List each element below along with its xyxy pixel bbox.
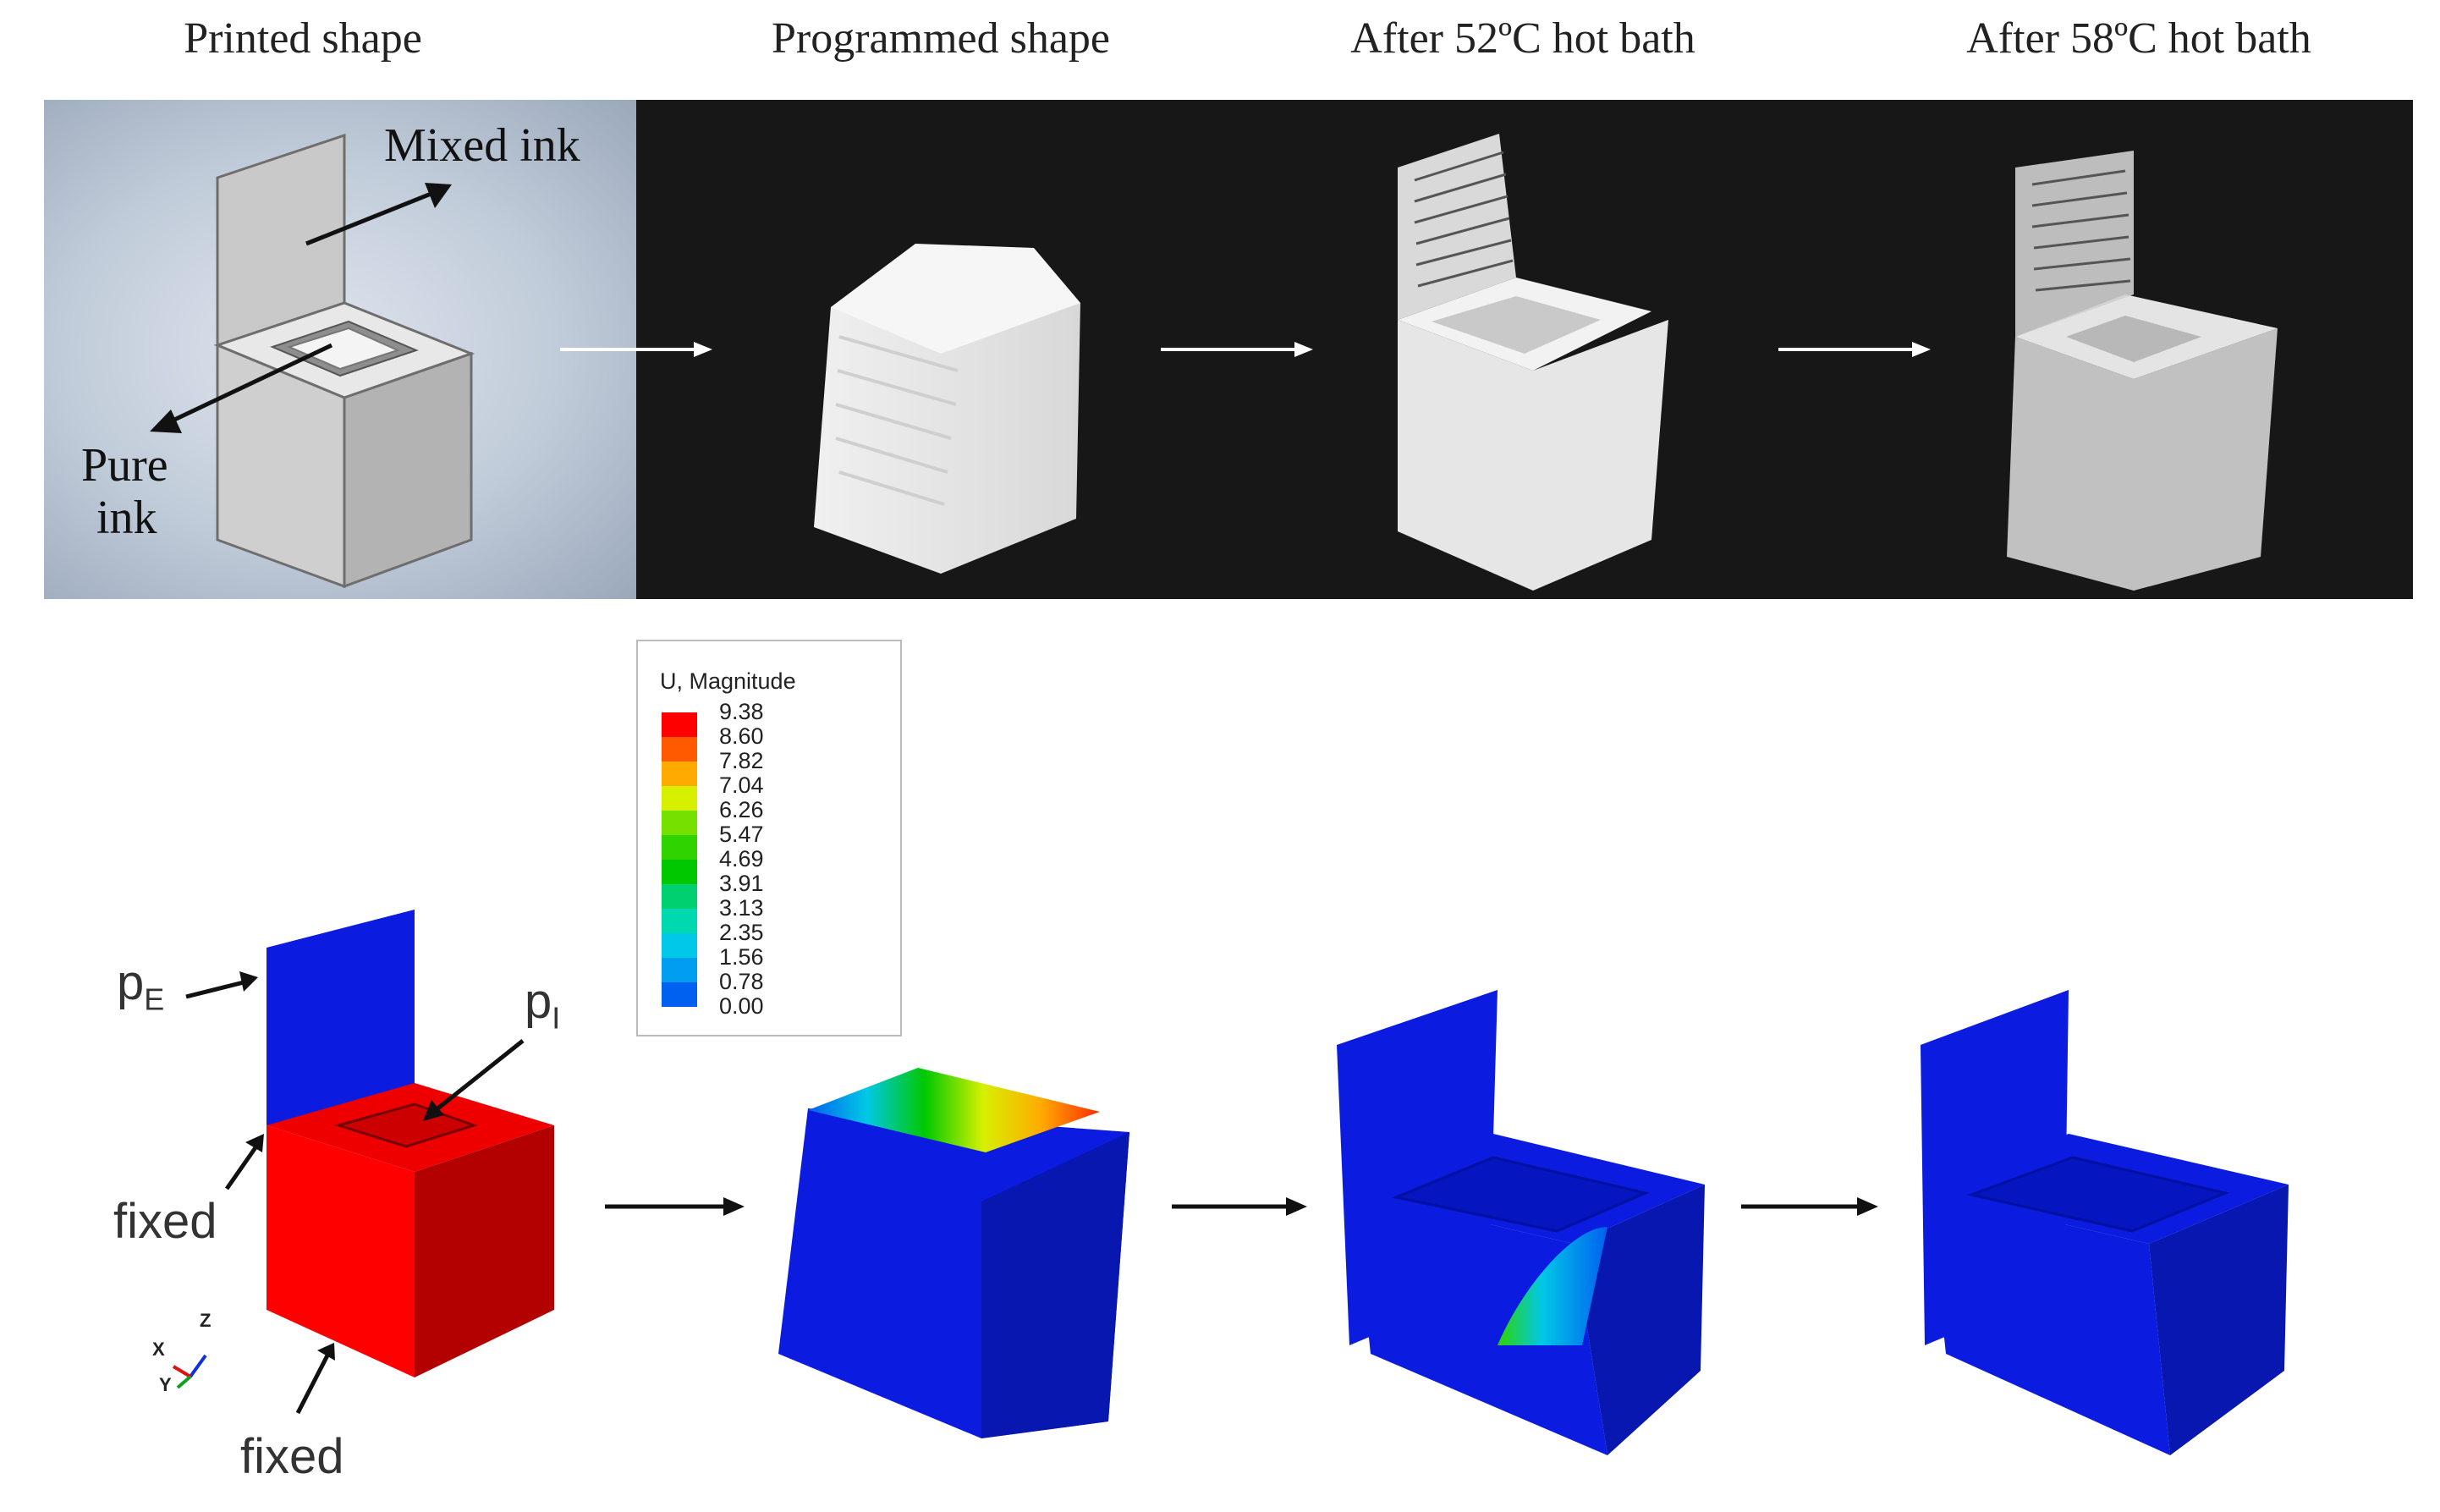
label-ink: ink [96,492,157,544]
legend-swatch [662,884,697,909]
legend-swatch [662,933,697,958]
label-p-i: pI [525,973,560,1036]
legend-title: U, Magnitude [660,668,796,694]
legend-value: 5.47 [719,822,764,847]
arrow-3-top [1778,342,1931,357]
sim-programmed [778,1068,1129,1438]
legend-value: 8.60 [719,723,764,749]
legend-value: 7.82 [719,748,764,773]
label-mixed-ink: Mixed ink [384,119,580,172]
label-pure: Pure [81,439,168,492]
sim-initial [267,910,554,1377]
arrow-1-top [560,342,712,357]
photo-programmed-cube [814,244,1080,574]
legend-value: 3.91 [719,871,764,896]
photo-programmed [636,100,1228,599]
legend-value: 3.13 [719,895,764,921]
legend-value: 9.38 [719,699,764,724]
legend-value: 0.00 [719,993,764,1019]
axis-triad [172,1354,207,1389]
axis-label-x: X [152,1339,165,1360]
label-fixed-2: fixed [240,1429,344,1484]
title-programmed-shape: Programmed shape [771,14,1110,63]
cad-render-panel: Mixed ink Pure ink [44,100,636,599]
title-printed-shape: Printed shape [184,14,422,63]
title-after-52: After 52ºC hot bath [1350,14,1695,63]
label-fixed-1: fixed [113,1194,217,1249]
arrow-2-top [1161,342,1313,357]
simulation-row [172,910,2289,1455]
sim-after-52 [1337,990,1705,1455]
legend-swatch [662,958,697,982]
photo-after-52-cube [1398,134,1668,591]
legend-swatch [662,811,697,835]
label-p-e-main: p [117,955,145,1010]
legend-value: 6.26 [719,797,764,822]
legend-swatch [662,860,697,884]
sim-arrows [185,971,1878,1415]
legend-swatch [662,909,697,933]
title-after-58: After 58ºC hot bath [1966,14,2311,63]
axis-label-y: Y [159,1374,172,1395]
legend-swatch [662,761,697,786]
legend-swatch [662,982,697,1007]
legend-value: 7.04 [719,772,764,798]
legend-swatch [662,737,697,761]
label-p-i-main: p [525,974,552,1029]
photo-after-52 [1228,100,1821,599]
legend-swatch [662,786,697,811]
axis-label-z: Z [200,1310,212,1331]
label-p-e-sub: E [144,981,165,1017]
label-p-e: pE [117,954,164,1018]
legend-value: 1.56 [719,944,764,970]
legend-swatch [662,712,697,737]
legend-value: 0.78 [719,969,764,994]
photo-after-58-cube [2007,151,2278,591]
legend-swatch [662,835,697,860]
label-p-i-sub: I [552,1000,561,1036]
legend-swatch-column [662,712,697,1007]
photo-strip: Mixed ink Pure ink [44,100,2413,599]
sim-after-58 [1921,990,2289,1455]
legend-value: 2.35 [719,920,764,945]
cad-cube-drawing [150,133,475,589]
legend-value: 4.69 [719,846,764,871]
